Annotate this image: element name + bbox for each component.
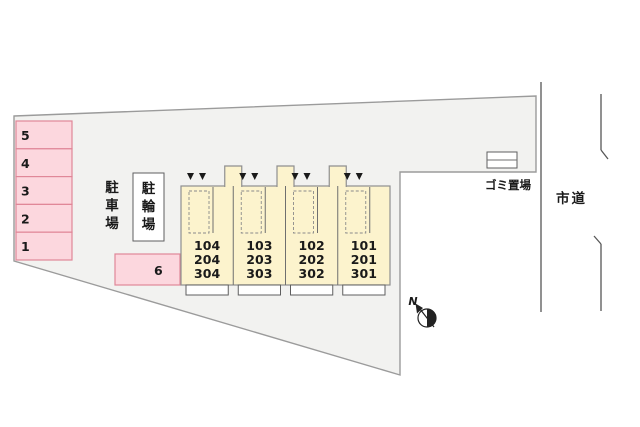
garbage-label: ゴミ置場 [485,178,531,192]
entrance-marker-icon [343,173,351,180]
garbage-area: ゴミ置場 [485,151,531,192]
bicycle-parking-label-char-3: 場 [142,216,156,233]
unit-interior-stairs [188,190,210,234]
unit-2-room-2f: 203 [246,252,272,267]
unit-3-room-2f: 202 [299,252,325,267]
road: 市道 [540,82,609,312]
road-break-tick-upper [600,149,609,160]
road-label: 市道 [556,190,587,207]
road-break-tick-lower [593,235,602,245]
unit-1-room-1f: 104 [194,238,220,253]
unit-4-room-3f: 301 [351,266,377,281]
entrance-marker-icon [239,173,247,180]
entrance-marker-icon [303,173,311,180]
terrace-4 [342,284,386,296]
parking-spaces: 5 4 3 2 1 [15,120,73,261]
parking-space-3 [15,176,73,206]
parking-space-1 [15,231,73,261]
entrance-marker-icons [187,173,363,180]
unit-1-room-2f: 204 [194,252,220,267]
parking-area-label-char-3: 場 [105,215,119,232]
unit-3-room-1f: 102 [299,238,325,253]
compass-half-fill [427,309,436,327]
parking-space-5 [15,120,73,150]
entrance-marker-icon [187,173,194,180]
parking-space-6-label: 6 [154,263,163,278]
unit-3-room-3f: 302 [299,266,325,281]
parking-space-6 [114,253,181,286]
terraces [185,284,386,296]
entrance-marker-icon [291,173,299,180]
parking-space-4-label: 4 [21,156,30,171]
unit-4-room-2f: 201 [351,252,377,267]
unit-2-room-3f: 303 [246,266,272,281]
building: 104 204 304 103 203 303 102 202 302 101 … [180,165,391,296]
unit-interior-stairs [240,190,262,234]
entrance-marker-icon [199,173,206,180]
parking-area-label-char-2: 車 [105,197,119,214]
entrance-marker-icon [355,173,363,180]
terrace-2 [237,284,281,296]
entrance-porch-3 [328,165,347,187]
compass-needle-arrowhead [415,303,423,314]
parking-space-1-label: 1 [21,239,30,254]
unit-interiors [188,187,371,234]
parking-space-3-label: 3 [21,184,30,199]
bicycle-parking-label-char-1: 駐 [142,180,156,197]
unit-interior-stairs [293,190,314,234]
entrance-marker-icon [251,173,259,180]
compass-icon: N [408,295,437,328]
unit-4-room-1f: 101 [351,238,377,253]
terrace-3 [290,284,334,296]
entrance-porch-2 [276,165,295,187]
compass-needle [419,308,435,328]
parking-space-2 [15,203,73,233]
unit-1-room-3f: 304 [194,266,220,281]
bicycle-parking-label-char-2: 輪 [142,198,156,215]
parking-area-label: 駐 車 場 [105,179,119,232]
compass-label: N [408,295,417,308]
terrace-1 [185,284,229,296]
parking-area-label-char-1: 駐 [105,179,119,196]
parking-space-5-label: 5 [21,128,30,143]
room-numbers: 104 204 304 103 203 303 102 202 302 101 … [194,238,377,281]
parking-space-6-group: 6 [114,253,181,286]
bicycle-parking-box [132,172,165,242]
entrance-porch-1 [224,165,243,187]
bicycle-parking: 駐 輪 場 [132,172,165,242]
unit-2-room-1f: 103 [246,238,272,253]
parking-space-2-label: 2 [21,211,30,226]
unit-interior-stairs [345,190,367,234]
